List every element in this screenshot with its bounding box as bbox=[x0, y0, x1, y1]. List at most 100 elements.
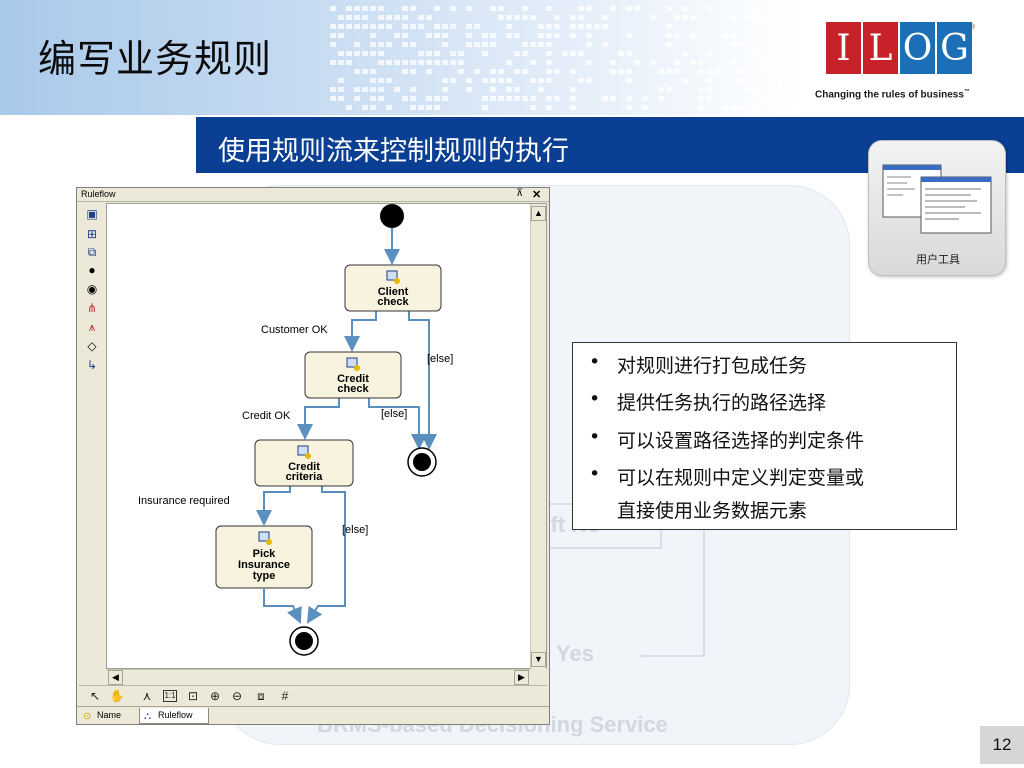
decorative-dot bbox=[370, 42, 376, 47]
decorative-dot bbox=[378, 51, 384, 56]
edge-label-else: [else] bbox=[342, 524, 368, 536]
palette-start-icon[interactable]: ● bbox=[88, 263, 96, 277]
palette-function-icon[interactable]: ⊞ bbox=[86, 227, 98, 241]
decorative-dot bbox=[658, 87, 664, 92]
decorative-dot bbox=[370, 69, 376, 74]
decorative-dot bbox=[658, 69, 664, 74]
node-label: Credit bbox=[337, 373, 369, 385]
decorative-dot bbox=[650, 60, 656, 65]
decorative-dot bbox=[730, 60, 736, 65]
scroll-left-icon[interactable]: ◀ bbox=[108, 670, 123, 685]
decorative-dot bbox=[378, 96, 384, 101]
decorative-dot bbox=[706, 78, 712, 83]
palette-end-icon[interactable]: ◉ bbox=[86, 282, 98, 296]
horizontal-scrollbar[interactable]: ◀ ▶ bbox=[106, 669, 530, 685]
decorative-dot bbox=[698, 105, 704, 110]
decorative-dot bbox=[354, 42, 360, 47]
decorative-dot bbox=[570, 51, 576, 56]
pan-hand-icon[interactable]: ✋ bbox=[109, 689, 125, 703]
decorative-dot bbox=[682, 6, 688, 11]
decorative-dot bbox=[546, 6, 552, 11]
select-pointer-icon[interactable]: ↖ bbox=[89, 689, 101, 703]
decorative-dot bbox=[570, 87, 576, 92]
decorative-dot bbox=[410, 87, 416, 92]
zoom-in-icon[interactable]: ⊕ bbox=[209, 689, 221, 703]
decorative-dot bbox=[434, 6, 440, 11]
task-client-check[interactable] bbox=[344, 264, 442, 312]
bullet-mark: • bbox=[589, 388, 601, 410]
node-label: criteria bbox=[286, 471, 324, 483]
node-label: Pick bbox=[253, 548, 277, 560]
decorative-dot bbox=[730, 33, 736, 38]
decorative-dot bbox=[738, 105, 744, 110]
decorative-dot bbox=[658, 96, 664, 101]
decorative-dot bbox=[546, 78, 552, 83]
scroll-down-icon[interactable]: ▼ bbox=[531, 652, 546, 667]
decorative-dot bbox=[458, 69, 464, 74]
decorative-dot bbox=[370, 6, 376, 11]
decorative-dot bbox=[498, 6, 504, 11]
decorative-dot bbox=[386, 42, 392, 47]
decorative-dot bbox=[370, 87, 376, 92]
tab-ruleflow[interactable]: ⛬ Ruleflow bbox=[139, 708, 209, 724]
decorative-dot bbox=[386, 60, 392, 65]
decorative-dot bbox=[362, 69, 368, 74]
task-credit-criteria[interactable] bbox=[254, 439, 354, 487]
decorative-dot bbox=[554, 33, 560, 38]
scroll-right-icon[interactable]: ▶ bbox=[514, 670, 529, 685]
decorative-dot bbox=[506, 87, 512, 92]
palette-subflow-icon[interactable]: ⧉ bbox=[87, 245, 97, 259]
decorative-dot bbox=[578, 15, 584, 20]
decorative-dot bbox=[490, 78, 496, 83]
decorative-dot bbox=[626, 96, 632, 101]
decorative-dot bbox=[338, 96, 344, 101]
decorative-dot bbox=[482, 33, 488, 38]
decorative-dot bbox=[586, 60, 592, 65]
decorative-dot bbox=[754, 87, 760, 92]
decorative-dot bbox=[346, 15, 352, 20]
scroll-up-icon[interactable]: ▲ bbox=[531, 206, 546, 221]
layout-tree-icon[interactable]: ⋏ bbox=[142, 689, 152, 703]
user-tool-tile[interactable]: 用户工具 bbox=[868, 140, 1006, 276]
decorative-dot bbox=[378, 24, 384, 29]
ruleflow-canvas[interactable]: Client check Credit check Credit criteri… bbox=[106, 203, 547, 669]
task-pick-insurance-type[interactable] bbox=[215, 525, 313, 589]
tab-name[interactable]: ⊙ Name bbox=[79, 708, 137, 724]
decorative-dot bbox=[338, 15, 344, 20]
decorative-dot bbox=[362, 87, 368, 92]
decorative-dot bbox=[610, 96, 616, 101]
decorative-dot bbox=[546, 69, 552, 74]
grid-icon[interactable]: # bbox=[281, 689, 289, 703]
decorative-dot bbox=[514, 87, 520, 92]
decorative-dot bbox=[538, 87, 544, 92]
decorative-dot bbox=[626, 78, 632, 83]
palette-fork-icon[interactable]: ⋔ bbox=[86, 301, 98, 315]
zoom-fit-icon[interactable]: ⊡ bbox=[187, 689, 199, 703]
decorative-dot bbox=[474, 42, 480, 47]
palette-join-icon[interactable]: ⩚ bbox=[88, 320, 96, 334]
decorative-dot bbox=[554, 69, 560, 74]
decorative-dot bbox=[402, 24, 408, 29]
vertical-scrollbar[interactable]: ▲ ▼ bbox=[530, 204, 546, 669]
palette-branch-icon[interactable]: ◇ bbox=[87, 339, 97, 353]
decorative-dot bbox=[770, 87, 776, 92]
zoom-out-icon[interactable]: ⊖ bbox=[231, 689, 243, 703]
decorative-dot bbox=[402, 33, 408, 38]
decorative-dot bbox=[546, 24, 552, 29]
task-credit-check[interactable] bbox=[304, 351, 402, 399]
zoom-actual-size-icon[interactable]: 1:1 bbox=[163, 690, 177, 702]
palette-transition-icon[interactable]: ↳ bbox=[86, 358, 98, 372]
decorative-dot bbox=[666, 69, 672, 74]
start-node[interactable] bbox=[380, 204, 404, 228]
close-icon[interactable]: ✕ bbox=[532, 189, 542, 201]
decorative-dot bbox=[778, 69, 784, 74]
palette-task-icon[interactable]: ▣ bbox=[86, 207, 98, 221]
zoom-box-icon[interactable]: ⧈ bbox=[257, 689, 265, 703]
decorative-dot bbox=[754, 15, 760, 20]
decorative-dot bbox=[754, 51, 760, 56]
decorative-dot bbox=[530, 42, 536, 47]
pin-icon[interactable]: ⊼ bbox=[516, 188, 524, 199]
logo-letter-l: L bbox=[863, 22, 898, 74]
logo-tagline-text: Changing the rules of business bbox=[815, 89, 964, 101]
decorative-dot bbox=[498, 15, 504, 20]
